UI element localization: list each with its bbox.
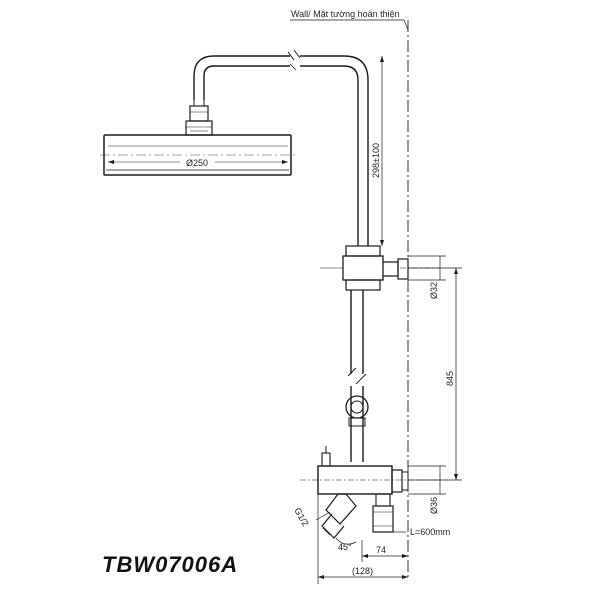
mixer-body [300,446,448,539]
hose-length-label: L=600mm [410,527,450,537]
riser-pipe [345,290,369,462]
riser-height-label: 298±100 [371,143,381,178]
dimension-lines [315,56,462,584]
shower-head [100,100,296,176]
bar-diameter-label: Ø32 [429,282,439,299]
upper-bracket [320,245,440,291]
angle-label: 45° [338,542,352,552]
wall-label: Wall/ Mặt tường hoàn thiện [291,9,400,19]
body-diameter-label: Ø36 [429,497,439,514]
height-845-label: 845 [445,371,455,386]
depth-128-label: (128) [352,566,373,576]
shower-arm [193,49,369,246]
model-number: TBW07006A [102,552,238,577]
head-diameter-label: Ø250 [186,158,208,168]
offset-74-label: 74 [376,545,386,555]
thread-label: G1/2 [292,506,310,528]
